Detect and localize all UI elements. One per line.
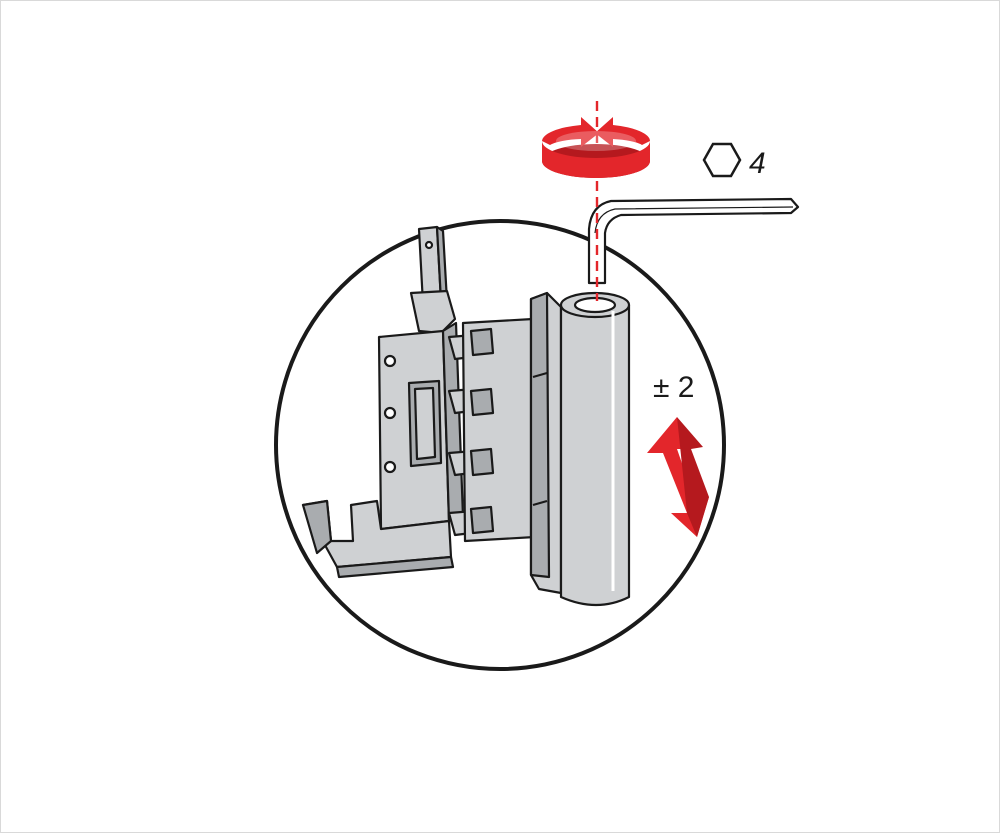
hex-key-size-label: 4 bbox=[749, 147, 766, 180]
hinge-barrel bbox=[529, 291, 631, 607]
hex-key bbox=[587, 197, 800, 285]
hinge-frame-part bbox=[301, 225, 537, 579]
hexagon-icon bbox=[702, 142, 742, 178]
double-arrow-vertical-icon bbox=[647, 417, 709, 537]
adjustment-range-label: ± 2 bbox=[653, 371, 694, 404]
rotation-arrows-icon bbox=[542, 117, 650, 178]
